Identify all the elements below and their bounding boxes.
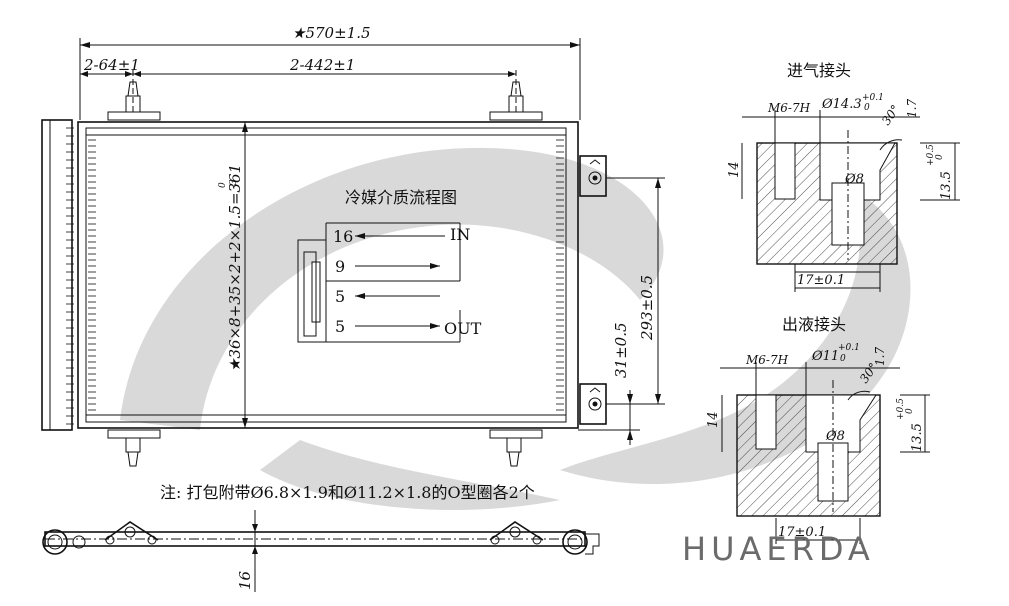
inlet-thread-label: M6-7H xyxy=(767,101,811,115)
top-bracket-right xyxy=(489,70,543,121)
outlet-top-dim: 1.7 xyxy=(873,347,887,366)
inlet-bore-label: Ø14.3 xyxy=(821,97,862,112)
outlet-bore-label: Ø11 xyxy=(811,349,839,364)
outlet-bore-tol-upper: +0.1 xyxy=(838,343,860,353)
flow-diagram-title: 冷媒介质流程图 xyxy=(345,188,457,207)
outlet-label: OUT xyxy=(444,319,482,338)
inlet-depth-tol-upper: +0.5 xyxy=(926,144,936,166)
bottom-bracket-left xyxy=(107,429,161,467)
inlet-label: IN xyxy=(450,225,470,244)
inlet-top-dim: 1.7 xyxy=(905,99,919,118)
pass-count-1: 16 xyxy=(333,227,353,246)
inlet-depth-label: 13.5 xyxy=(939,171,954,200)
outlet-hole-label: Ø8 xyxy=(825,429,845,444)
inlet-hole-label: Ø8 xyxy=(844,172,864,187)
inlet-height-label: 14 xyxy=(727,161,742,178)
outlet-depth-tol-upper: +0.5 xyxy=(896,398,906,420)
port-offset-label: 31±0.5 xyxy=(612,322,630,378)
condenser-front-view: ★570±1.5 2-64±1 2-442±1 ★36×8+35×2+2×1.5… xyxy=(41,24,665,467)
outlet-bore-tol-lower: 0 xyxy=(840,354,846,364)
outlet-fitting-title: 出液接头 xyxy=(782,315,846,334)
core-height-tol-upper: 0 xyxy=(218,182,228,188)
outlet-width-label: 17±0.1 xyxy=(778,525,826,540)
outlet-thread-label: M6-7H xyxy=(745,353,789,367)
bottom-bracket-right xyxy=(489,429,543,467)
inlet-fitting-section: 进气接头 M6-7H Ø14.3 +0.1 0 1.7 30° 14 13.5 … xyxy=(727,61,960,292)
port-spacing-label: 293±0.5 xyxy=(638,275,656,341)
bracket-spacing-a-label: 2-64±1 xyxy=(83,56,140,74)
thickness-label: 16 xyxy=(236,570,254,590)
pass-count-4: 5 xyxy=(335,317,345,336)
packaging-note: 注: 打包附带Ø6.8×1.9和Ø11.2×1.8的O型圈各2个 xyxy=(160,483,535,502)
outlet-depth-label: 13.5 xyxy=(910,423,925,452)
inlet-angle: 30° xyxy=(879,102,903,127)
fin-ticks xyxy=(66,127,564,425)
top-bracket-left xyxy=(107,70,161,121)
inlet-depth-tol-lower: 0 xyxy=(935,154,945,160)
inlet-fitting-title: 进气接头 xyxy=(787,61,851,80)
overall-width-label: ★570±1.5 xyxy=(292,24,371,42)
core-height-tol-lower: -3 xyxy=(229,179,239,188)
inlet-bore-tol-lower: 0 xyxy=(864,103,870,113)
bracket-spacing-b-label: 2-442±1 xyxy=(289,56,355,74)
brand-watermark: HUAERDA xyxy=(682,530,875,568)
outlet-height-label: 14 xyxy=(706,411,721,428)
outlet-fitting-section: 出液接头 M6-7H Ø11 +0.1 0 1.7 30° 14 13.5 +0… xyxy=(706,315,930,544)
refrigerant-flow-diagram: 冷媒介质流程图 16 9 5 5 IN OUT xyxy=(297,188,482,343)
inlet-width-label: 17±0.1 xyxy=(797,273,845,288)
condenser-bottom-view: 16 xyxy=(42,510,600,592)
port-outlet xyxy=(579,383,607,425)
pass-count-3: 5 xyxy=(335,287,345,306)
core-height-label: ★36×8+35×2+2×1.5=361 xyxy=(226,164,244,372)
inlet-bore-tol-upper: +0.1 xyxy=(862,93,884,103)
pass-count-2: 9 xyxy=(335,257,345,276)
port-inlet xyxy=(579,155,607,197)
outlet-depth-tol-lower: 0 xyxy=(905,408,915,414)
